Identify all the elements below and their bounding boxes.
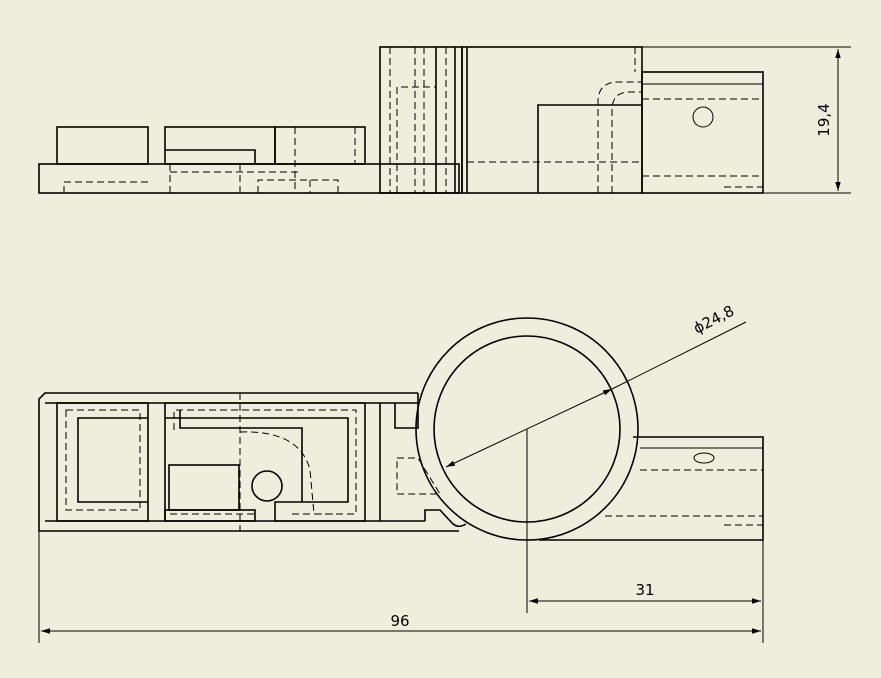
height-dimension-label: 19,4 xyxy=(815,103,833,136)
side-view xyxy=(38,46,851,194)
top-view xyxy=(38,317,764,643)
offset-dimension-label: 31 xyxy=(635,581,654,599)
overall-length-dimension-label: 96 xyxy=(390,612,409,630)
